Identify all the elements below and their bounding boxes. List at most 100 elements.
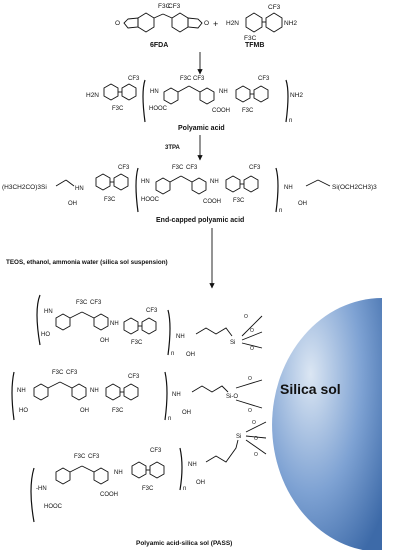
- svg-text:HN: HN: [150, 89, 159, 95]
- svg-text:F3C: F3C: [52, 370, 64, 376]
- svg-text:NH2: NH2: [290, 92, 303, 99]
- svg-text:F3C: F3C: [112, 106, 124, 112]
- svg-text:HOOC: HOOC: [141, 197, 160, 203]
- svg-text:CF3: CF3: [118, 165, 130, 171]
- 6fda-anhydride-ring-right: [187, 17, 203, 29]
- 6fda-benzene-right: [171, 12, 189, 33]
- svg-text:-HN: -HN: [36, 486, 47, 492]
- 6fda-structure: F3C CF3 O O: [115, 3, 209, 33]
- end-capped-label: End-capped polyamic acid: [156, 217, 244, 224]
- svg-text:CF3: CF3: [186, 165, 198, 171]
- end-capped-structure: (H3CH2CO)3Si HN OH CF3 F3C HN F3C CF3 HO…: [2, 165, 377, 214]
- svg-text:NH: NH: [176, 334, 185, 340]
- svg-text:OH: OH: [182, 410, 191, 416]
- svg-text:NH: NH: [114, 470, 123, 476]
- svg-text:F3C: F3C: [76, 300, 88, 306]
- svg-text:F3C: F3C: [74, 454, 86, 460]
- svg-text:F3C: F3C: [131, 340, 143, 346]
- svg-text:NH: NH: [210, 179, 219, 185]
- svg-text:Si-O: Si-O: [226, 394, 238, 400]
- tfmb-label: TFMB: [245, 42, 264, 49]
- svg-text:CF3: CF3: [258, 76, 270, 82]
- bracket-right: [285, 79, 289, 123]
- svg-text:F3C: F3C: [104, 197, 116, 203]
- svg-text:NH: NH: [219, 89, 228, 95]
- svg-text:F3C: F3C: [142, 486, 154, 492]
- svg-text:NH: NH: [172, 392, 181, 398]
- svg-text:CF3: CF3: [88, 454, 100, 460]
- svg-text:Si: Si: [236, 434, 241, 440]
- svg-text:F3C: F3C: [112, 408, 124, 414]
- svg-text:CF3: CF3: [150, 448, 162, 454]
- svg-text:F3C: F3C: [172, 165, 184, 171]
- svg-text:HN: HN: [44, 309, 53, 315]
- svg-text:OH: OH: [186, 352, 195, 358]
- svg-text:OH: OH: [80, 408, 89, 414]
- 6fda-label: 6FDA: [150, 42, 168, 49]
- pass-chain-1: HN HO F3C CF3 OH NH CF3 F3C n NH OH Si O…: [36, 294, 263, 358]
- svg-text:NH: NH: [90, 388, 99, 394]
- svg-text:CF3: CF3: [193, 76, 205, 82]
- right-endgroup: Si(OCH2CH3)3: [332, 184, 377, 191]
- svg-text:NH: NH: [188, 462, 197, 468]
- svg-text:OH: OH: [298, 201, 307, 207]
- 6fda-anhydride-ring-left: [123, 17, 139, 29]
- 6fda-benzene-left: [137, 12, 155, 33]
- svg-text:O: O: [244, 314, 248, 320]
- svg-text:COOH: COOH: [100, 492, 118, 498]
- svg-text:NH: NH: [17, 388, 26, 394]
- bracket-left: [142, 79, 146, 123]
- svg-text:OH: OH: [100, 338, 109, 344]
- svg-text:COOH: COOH: [212, 108, 230, 114]
- svg-text:CF3: CF3: [249, 165, 261, 171]
- svg-text:CF3: CF3: [128, 374, 140, 380]
- svg-text:HOOC: HOOC: [149, 106, 168, 112]
- svg-text:F3C: F3C: [180, 76, 192, 82]
- svg-text:OH: OH: [196, 480, 205, 486]
- svg-text:n: n: [168, 416, 171, 422]
- svg-text:CF3: CF3: [90, 300, 102, 306]
- pass-chain-2: NH HO F3C CF3 OH NH CF3 F3C n NH OH Si-O…: [11, 370, 263, 422]
- svg-text:F3C: F3C: [242, 108, 254, 114]
- svg-text:O: O: [248, 408, 252, 414]
- svg-text:NH: NH: [110, 321, 119, 327]
- 6fda-o-left: O: [115, 20, 120, 27]
- svg-text:NH: NH: [284, 185, 293, 191]
- svg-text:HN: HN: [141, 179, 150, 185]
- svg-text:n: n: [289, 118, 292, 124]
- left-endgroup: (H3CH2CO)3Si: [2, 184, 47, 191]
- 6fda-o-right: O: [204, 20, 209, 27]
- svg-text:O: O: [252, 420, 256, 426]
- tfmb-structure: H2N NH2 CF3 F3C: [226, 4, 297, 42]
- tfmb-h2n: H2N: [226, 20, 239, 27]
- tfmb-nh2: NH2: [284, 20, 297, 27]
- 6fda-cf3-left: F3C: [158, 3, 171, 10]
- pass-chain-3: -HN HOOC F3C CF3 COOH NH CF3 F3C n NH OH…: [30, 420, 267, 523]
- silica-sol-sphere: [272, 298, 382, 550]
- svg-text:H2N: H2N: [86, 92, 99, 99]
- svg-text:O: O: [250, 328, 254, 334]
- svg-text:HO: HO: [19, 408, 28, 414]
- 6fda-cf3-right: CF3: [168, 3, 181, 10]
- tfmb-cf3: CF3: [268, 4, 281, 11]
- svg-text:HO: HO: [41, 332, 50, 338]
- svg-text:HOOC: HOOC: [44, 504, 63, 510]
- tfmb-f3c: F3C: [244, 35, 257, 42]
- svg-text:F3C: F3C: [233, 198, 245, 204]
- reagent-3tpa: 3TPA: [165, 145, 181, 151]
- svg-text:HN: HN: [75, 186, 84, 192]
- svg-text:CF3: CF3: [66, 370, 78, 376]
- silica-sol-label: Silica sol: [280, 381, 341, 397]
- polyamic-acid-structure: H2N CF3 F3C HN F3C CF3 HOOC COOH NH CF3 …: [86, 76, 303, 124]
- svg-text:COOH: COOH: [203, 199, 221, 205]
- tfmb-ring-right: [265, 12, 283, 33]
- plus-sign: +: [213, 19, 218, 29]
- svg-text:n: n: [279, 208, 282, 214]
- reagent-silica-suspension: TEOS, ethanol, ammonia water (silica sol…: [6, 259, 168, 266]
- svg-text:CF3: CF3: [146, 308, 158, 314]
- svg-text:O: O: [248, 376, 252, 382]
- svg-text:OH: OH: [68, 201, 77, 207]
- svg-text:n: n: [183, 486, 186, 492]
- tfmb-ring-left: [245, 12, 263, 33]
